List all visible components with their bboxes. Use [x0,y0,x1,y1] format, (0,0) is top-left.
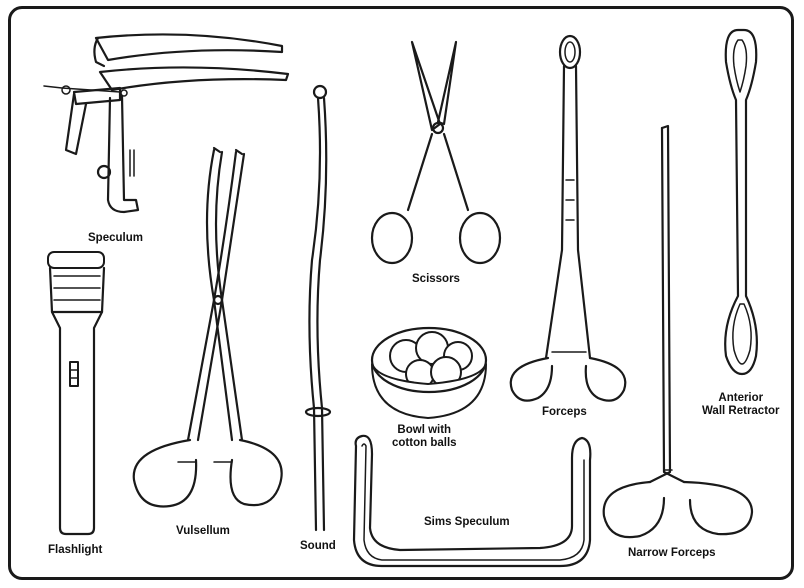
label-sound: Sound [300,540,336,553]
label-speculum: Speculum [88,232,143,245]
label-anterior-wall-retractor: Anterior Wall Retractor [702,392,780,418]
label-retractor-line1: Anterior [702,392,780,405]
speculum-illustration [44,34,288,212]
label-flashlight: Flashlight [48,544,102,557]
vulsellum-illustration [134,148,282,506]
label-bowl-line2: cotton balls [392,437,457,450]
label-bowl-line1: Bowl with [392,424,457,437]
label-narrow-forceps: Narrow Forceps [628,547,716,560]
label-vulsellum: Vulsellum [176,525,230,538]
label-retractor-line2: Wall Retractor [702,405,780,418]
flashlight-illustration [48,252,104,534]
sims-speculum-illustration [354,436,590,566]
label-scissors: Scissors [412,273,460,286]
label-forceps: Forceps [542,406,587,419]
bowl-illustration [372,328,486,418]
forceps-illustration [511,36,626,401]
label-bowl-with-cotton-balls: Bowl with cotton balls [392,424,457,450]
retractor-illustration [725,30,757,374]
narrow-forceps-illustration [604,126,752,537]
sound-illustration [306,86,330,530]
scissors-illustration [372,42,500,263]
label-sims-speculum: Sims Speculum [424,516,510,529]
